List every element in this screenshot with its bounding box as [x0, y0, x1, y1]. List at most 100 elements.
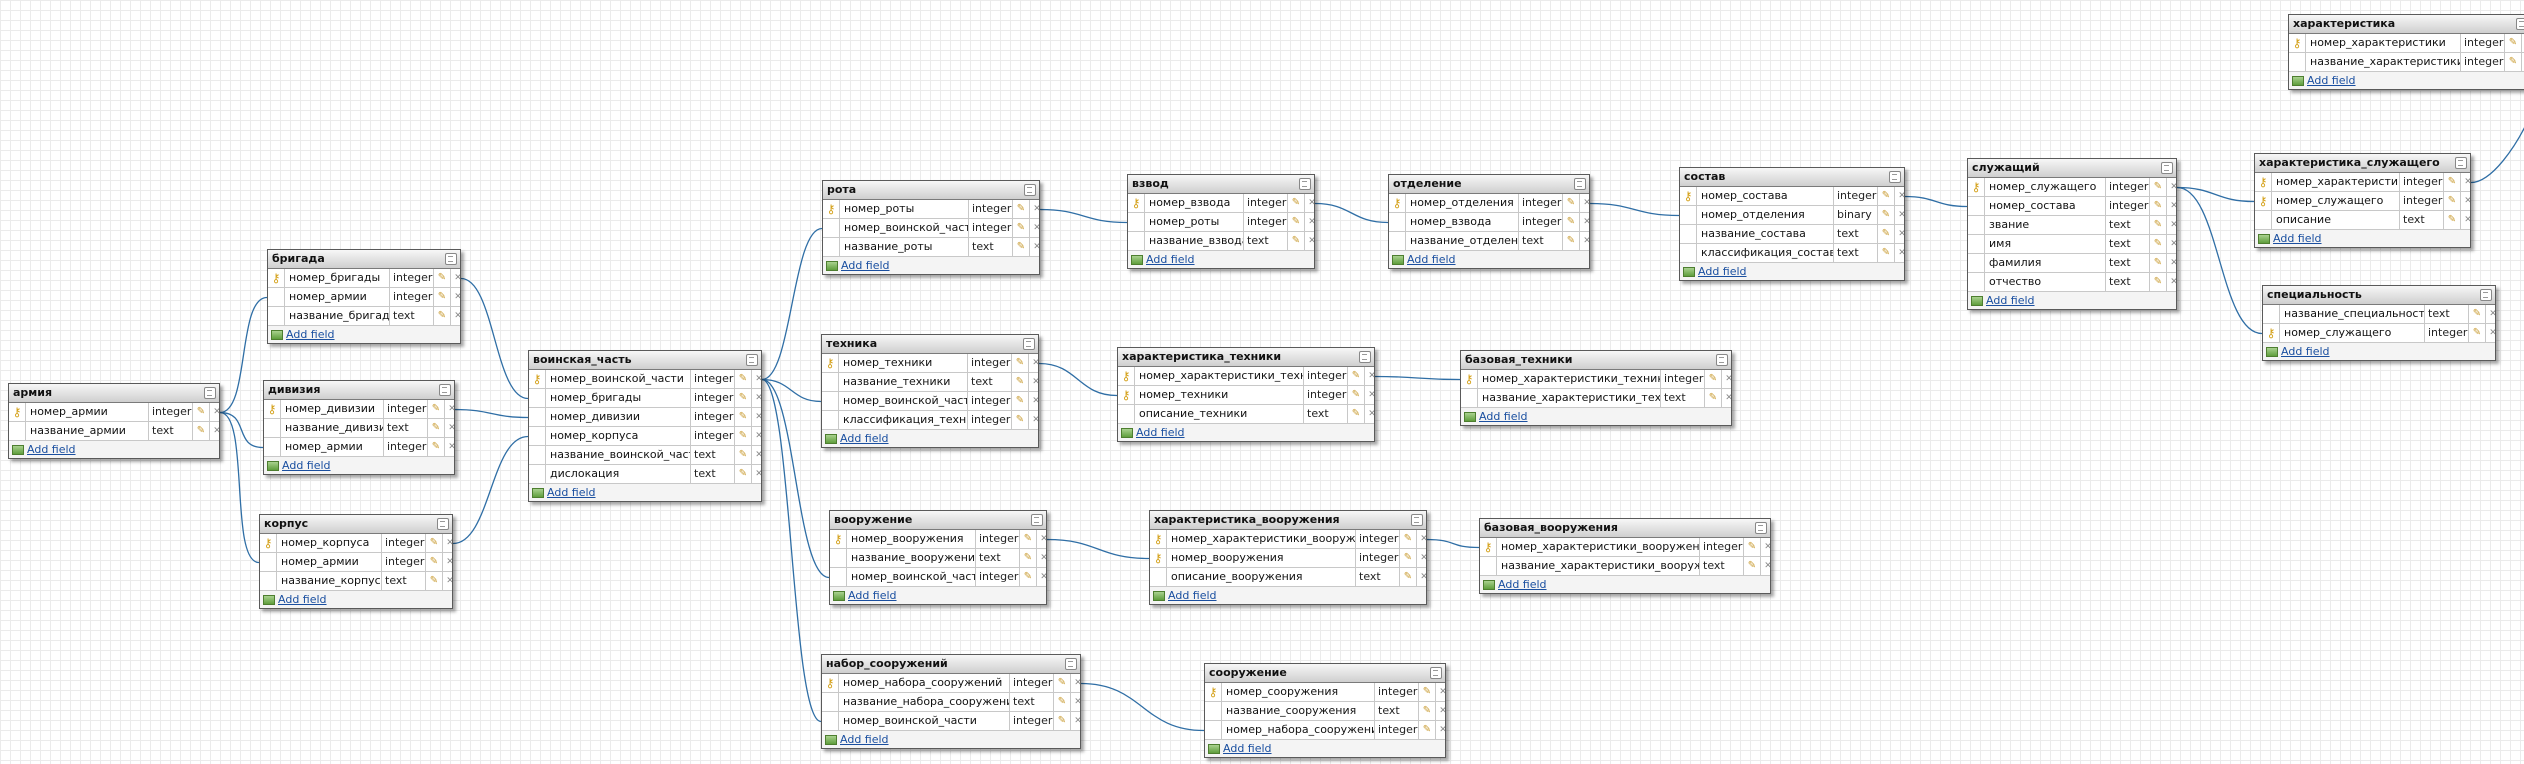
field-type[interactable]: text	[2106, 254, 2150, 272]
table-header[interactable]: служащий	[1968, 159, 2176, 178]
field-name[interactable]: номер_воинской_части	[839, 392, 968, 410]
table-menu-icon[interactable]	[204, 387, 216, 399]
field-name[interactable]: номер_армии	[277, 553, 382, 571]
field-name[interactable]: название_сооружения	[1222, 702, 1375, 720]
table-menu-icon[interactable]	[1299, 178, 1311, 190]
table-kharakteristika_sluzhashchego[interactable]: характеристика_служащего⚷номер_характери…	[2254, 153, 2471, 248]
field-type[interactable]: text	[2106, 216, 2150, 234]
delete-field-icon[interactable]: ✕	[1029, 373, 1038, 391]
add-field-link[interactable]: Add field	[840, 432, 889, 445]
field-name[interactable]: номер_воинской_части	[839, 712, 1010, 730]
edit-field-icon[interactable]: ✎	[1012, 411, 1029, 429]
field-name[interactable]: номер_дивизии	[281, 400, 384, 418]
delete-field-icon[interactable]: ✕	[752, 370, 761, 388]
key-slot[interactable]	[1680, 225, 1697, 243]
field-type[interactable]: integer	[1519, 194, 1563, 212]
delete-field-icon[interactable]: ✕	[2486, 305, 2495, 323]
delete-field-icon[interactable]: ✕	[1305, 213, 1314, 231]
table-sostav[interactable]: состав⚷номер_составаinteger✎✕номер_отдел…	[1679, 167, 1905, 281]
add-field-icon[interactable]	[1464, 412, 1476, 422]
field-name[interactable]: название_вооружения	[847, 549, 976, 567]
table-header[interactable]: базовая_вооружения	[1480, 519, 1770, 538]
add-field-icon[interactable]	[1208, 744, 1220, 754]
field-type[interactable]: integer	[2461, 34, 2505, 52]
field-type[interactable]: integer	[2106, 197, 2150, 215]
add-field-icon[interactable]	[825, 434, 837, 444]
edit-field-icon[interactable]: ✎	[1419, 683, 1436, 701]
key-slot[interactable]	[1389, 213, 1406, 231]
edit-field-icon[interactable]: ✎	[1348, 386, 1365, 404]
add-field-link[interactable]: Add field	[278, 593, 327, 606]
field-type[interactable]: text	[2425, 305, 2469, 323]
key-slot[interactable]	[529, 427, 546, 445]
add-field-link[interactable]: Add field	[2281, 345, 2330, 358]
add-field-link[interactable]: Add field	[286, 328, 335, 341]
delete-field-icon[interactable]: ✕	[2461, 211, 2470, 229]
delete-field-icon[interactable]: ✕	[2167, 273, 2176, 291]
primary-key-icon[interactable]: ⚷	[1480, 538, 1497, 556]
table-header[interactable]: характеристика_служащего	[2255, 154, 2470, 173]
field-type[interactable]: text	[1700, 557, 1744, 575]
key-slot[interactable]	[1205, 702, 1222, 720]
edit-field-icon[interactable]: ✎	[1744, 538, 1761, 556]
field-type[interactable]: integer	[2400, 173, 2444, 191]
table-brigada[interactable]: бригада⚷номер_бригадыinteger✎✕номер_арми…	[267, 249, 461, 344]
table-menu-icon[interactable]	[2455, 157, 2467, 169]
field-type[interactable]: integer	[968, 392, 1012, 410]
delete-field-icon[interactable]: ✕	[1895, 244, 1904, 262]
table-menu-icon[interactable]	[1359, 351, 1371, 363]
field-name[interactable]: классификация_состава	[1697, 244, 1834, 262]
key-slot[interactable]	[1968, 273, 1985, 291]
table-menu-icon[interactable]	[1574, 178, 1586, 190]
edit-field-icon[interactable]: ✎	[2150, 254, 2167, 272]
field-type[interactable]: text	[1661, 389, 1705, 407]
field-type[interactable]: integer	[691, 427, 735, 445]
delete-field-icon[interactable]: ✕	[1722, 389, 1731, 407]
edit-field-icon[interactable]: ✎	[426, 572, 443, 590]
field-name[interactable]: номер_дивизии	[546, 408, 691, 426]
delete-field-icon[interactable]: ✕	[1365, 386, 1374, 404]
edit-field-icon[interactable]: ✎	[2150, 273, 2167, 291]
field-row[interactable]: ⚷номер_характеристики_вооруженияinteger✎…	[1150, 530, 1426, 549]
field-type[interactable]: integer	[976, 530, 1020, 548]
field-type[interactable]: text	[1244, 232, 1288, 250]
delete-field-icon[interactable]: ✕	[1305, 194, 1314, 212]
table-otdelenie[interactable]: отделение⚷номер_отделенияinteger✎✕номер_…	[1388, 174, 1590, 269]
key-slot[interactable]	[268, 288, 285, 306]
table-header[interactable]: характеристика	[2289, 15, 2524, 34]
edit-field-icon[interactable]: ✎	[428, 438, 445, 456]
field-name[interactable]: название_характеристики_техники	[1478, 389, 1661, 407]
delete-field-icon[interactable]: ✕	[1761, 557, 1770, 575]
primary-key-icon[interactable]: ⚷	[830, 530, 847, 548]
delete-field-icon[interactable]: ✕	[1029, 411, 1038, 429]
field-name[interactable]: фамилия	[1985, 254, 2106, 272]
key-slot[interactable]	[1480, 557, 1497, 575]
key-slot[interactable]	[2255, 211, 2272, 229]
field-type[interactable]: integer	[691, 408, 735, 426]
add-field-icon[interactable]	[1971, 296, 1983, 306]
edit-field-icon[interactable]: ✎	[1012, 354, 1029, 372]
edit-field-icon[interactable]: ✎	[1013, 219, 1030, 237]
field-type[interactable]: integer	[390, 269, 434, 287]
table-menu-icon[interactable]	[1755, 522, 1767, 534]
key-slot[interactable]	[830, 568, 847, 586]
primary-key-icon[interactable]: ⚷	[1968, 178, 1985, 196]
field-type[interactable]: integer	[1700, 538, 1744, 556]
primary-key-icon[interactable]: ⚷	[2263, 324, 2280, 342]
delete-field-icon[interactable]: ✕	[1436, 721, 1445, 739]
field-name[interactable]: название_бригады	[285, 307, 390, 325]
